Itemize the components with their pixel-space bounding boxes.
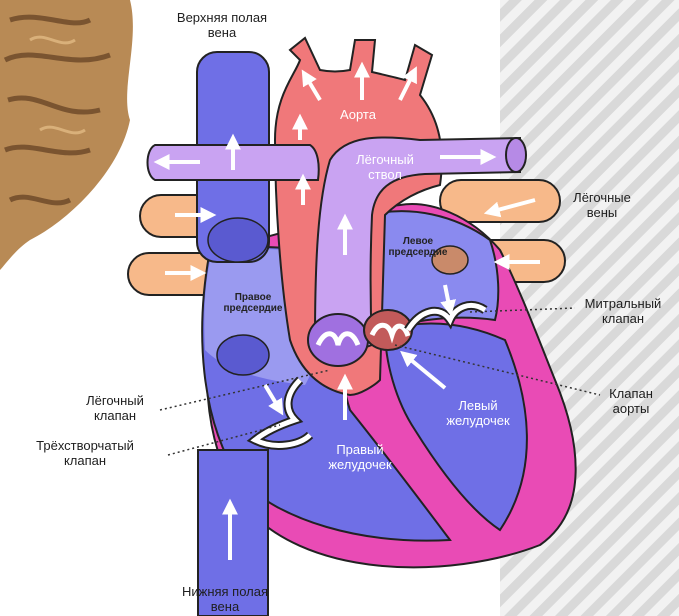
label-ivc-line1: Нижняя полая bbox=[182, 584, 268, 599]
label-pulmonary-veins: Лёгочные вены bbox=[573, 190, 631, 220]
label-tricuspid-valve: Трёхстворчатый клапан bbox=[36, 438, 134, 468]
label-aortic-valve: Клапан аорты bbox=[609, 386, 653, 416]
ivc-opening bbox=[217, 335, 269, 375]
label-aorta: Аорта bbox=[340, 107, 376, 122]
label-left-atrium: Левое предсердие bbox=[389, 236, 448, 258]
label-aortic-line1: Клапан bbox=[609, 386, 653, 401]
brain-photo-fragment bbox=[0, 0, 133, 270]
label-rv-line1: Правый bbox=[328, 442, 391, 457]
label-right-atrium: Правое предсердие bbox=[224, 292, 283, 314]
label-rv-line2: желудочек bbox=[328, 457, 391, 472]
label-tv-line2: клапан bbox=[36, 453, 134, 468]
label-superior-vena-cava: Верхняя полая вена bbox=[177, 10, 267, 40]
label-left-ventricle: Левый желудочек bbox=[446, 398, 509, 428]
label-ivc-line2: вена bbox=[182, 599, 268, 614]
pulmonary-artery-end bbox=[506, 138, 526, 172]
label-veins-line2: вены bbox=[573, 205, 631, 220]
label-veins-line1: Лёгочные bbox=[573, 190, 631, 205]
label-right-ventricle: Правый желудочек bbox=[328, 442, 391, 472]
label-lv-line2: желудочек bbox=[446, 413, 509, 428]
label-pulmonary-trunk: Лёгочный ствол bbox=[356, 152, 414, 182]
label-inferior-vena-cava: Нижняя полая вена bbox=[182, 584, 268, 614]
label-trunk-line2: ствол bbox=[356, 167, 414, 182]
label-mitral-line1: Митральный bbox=[585, 296, 662, 311]
label-pulmonary-valve: Лёгочный клапан bbox=[86, 393, 144, 423]
label-lv-line1: Левый bbox=[446, 398, 509, 413]
label-trunk-line1: Лёгочный bbox=[356, 152, 414, 167]
svc-opening bbox=[208, 218, 268, 262]
label-pv-line2: клапан bbox=[86, 408, 144, 423]
label-la-line1: Левое bbox=[389, 236, 448, 247]
label-mitral-line2: клапан bbox=[585, 311, 662, 326]
label-pv-line1: Лёгочный bbox=[86, 393, 144, 408]
label-mitral-valve: Митральный клапан bbox=[585, 296, 662, 326]
label-ra-line2: предсердие bbox=[224, 303, 283, 314]
aortic-valve bbox=[364, 310, 412, 350]
label-aortic-line2: аорты bbox=[609, 401, 653, 416]
pulmonary-valve bbox=[308, 314, 368, 366]
label-ra-line1: Правое bbox=[224, 292, 283, 303]
label-tv-line1: Трёхстворчатый bbox=[36, 438, 134, 453]
label-la-line2: предсердие bbox=[389, 247, 448, 258]
label-svc-line1: Верхняя полая bbox=[177, 10, 267, 25]
label-svc-line2: вена bbox=[177, 25, 267, 40]
